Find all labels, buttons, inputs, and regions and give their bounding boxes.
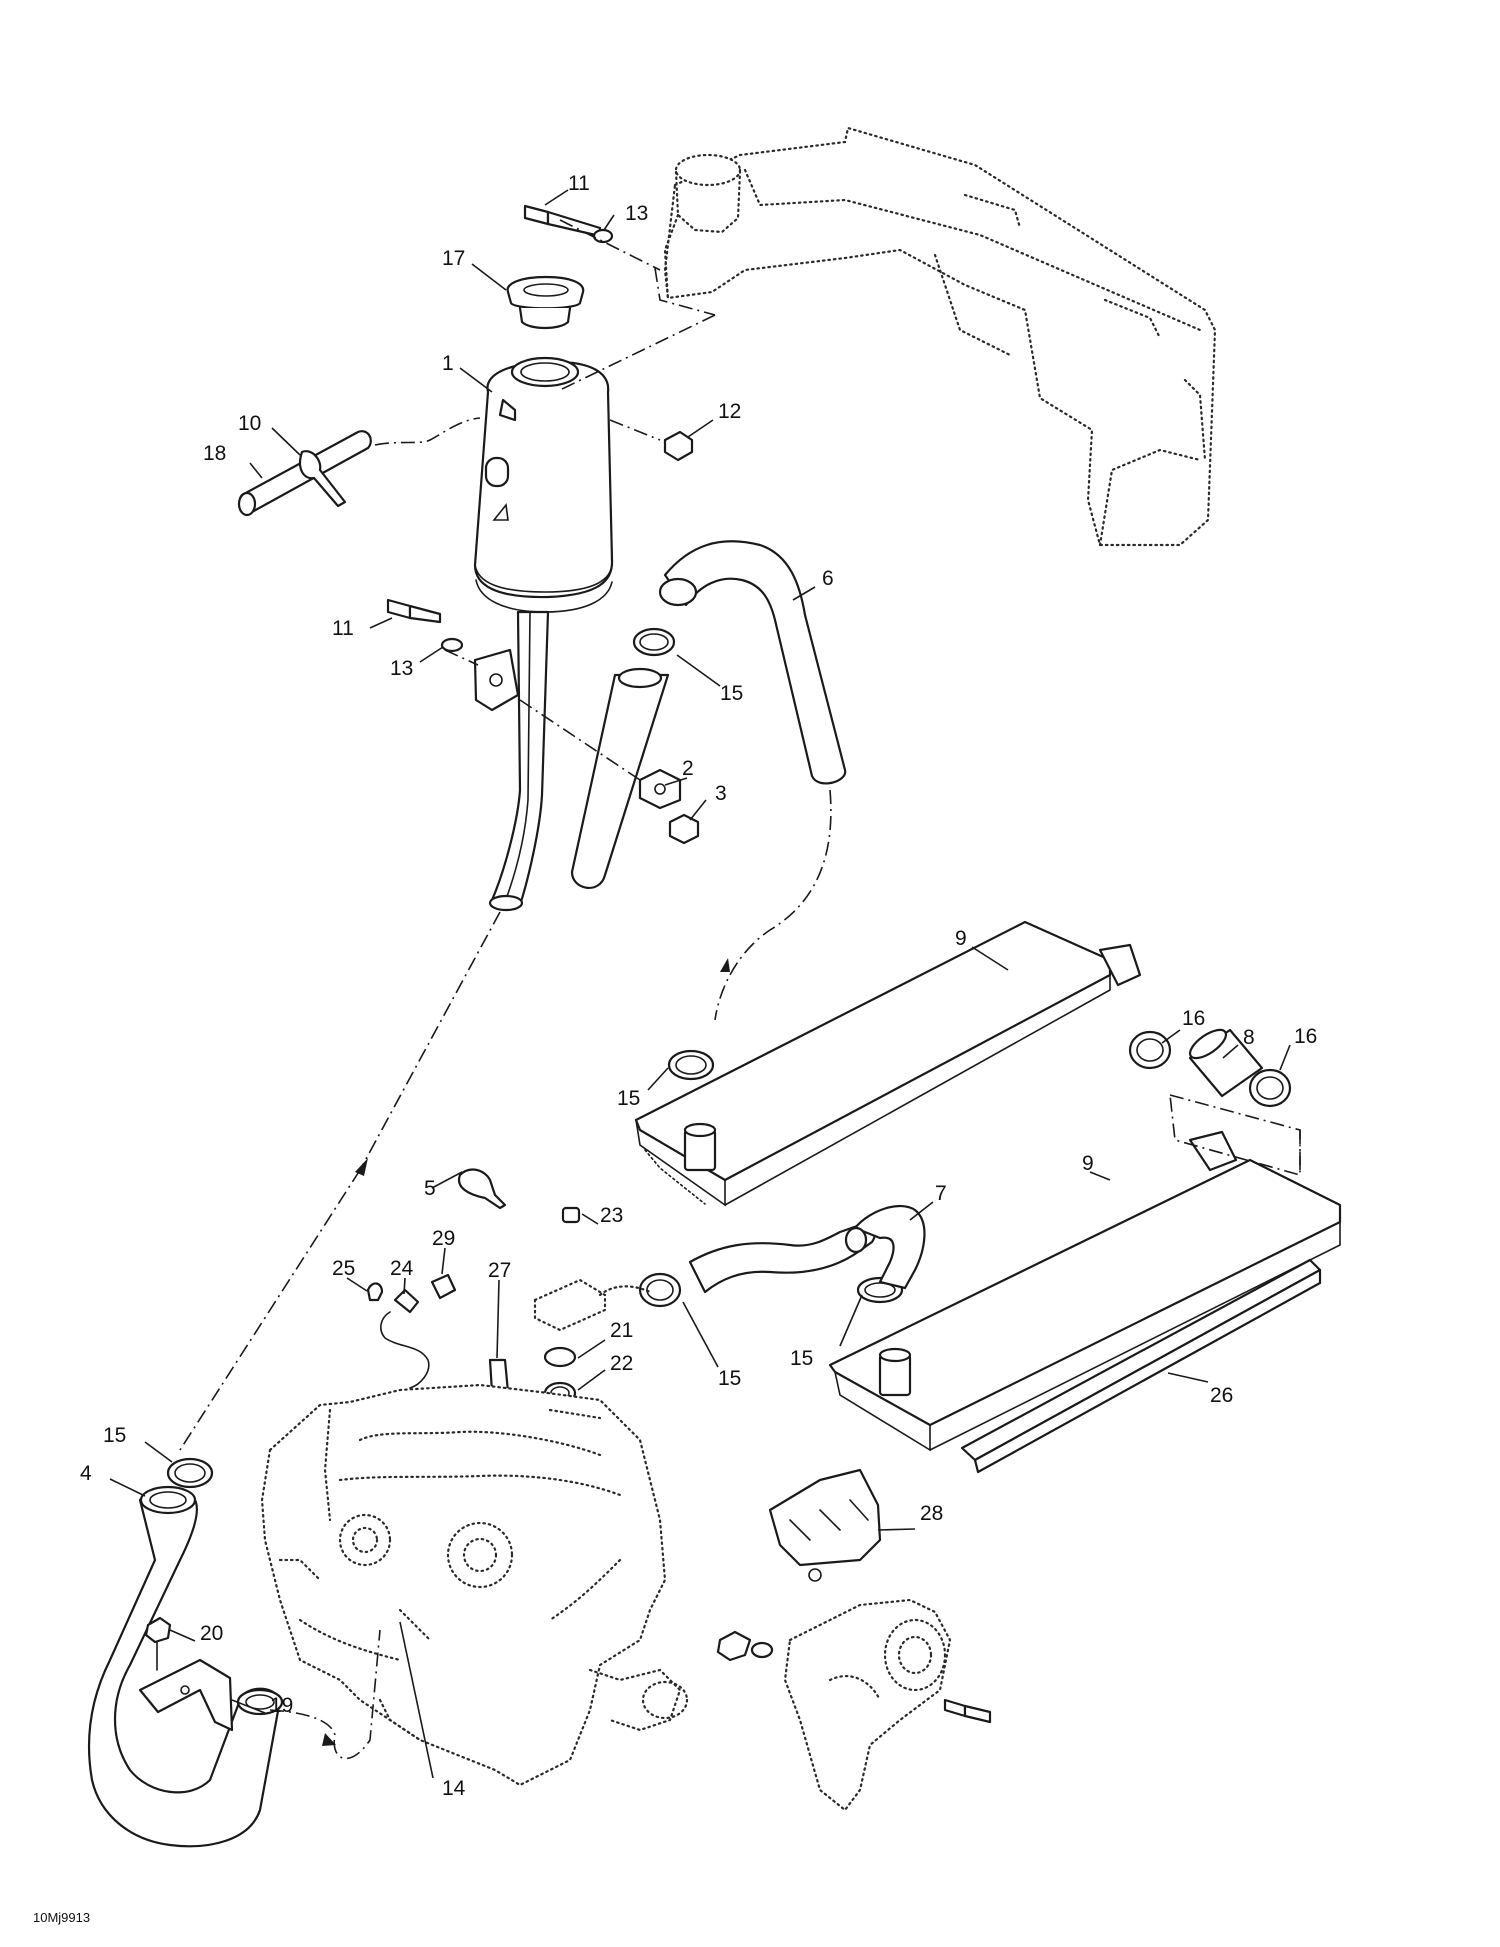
callout-3: 3 (715, 782, 727, 805)
coolant-tank (473, 356, 614, 912)
callout-8: 8 (1243, 1026, 1255, 1049)
callout-20: 20 (200, 1622, 223, 1645)
callout-13-lower: 13 (390, 657, 413, 680)
sensors (366, 1168, 510, 1431)
callout-25: 25 (332, 1257, 355, 1280)
callout-18: 18 (203, 442, 226, 465)
callout-12: 12 (718, 400, 741, 423)
callout-7: 7 (935, 1182, 947, 1205)
callout-16-left: 16 (1182, 1007, 1205, 1030)
callout-5: 5 (424, 1177, 436, 1200)
lower-hose (87, 1485, 284, 1848)
rubber-strip (960, 1258, 1322, 1474)
callout-labels: 11 13 17 1 12 10 18 6 11 13 15 2 3 9 16 … (80, 172, 1317, 1800)
callout-23: 23 (600, 1204, 623, 1227)
callout-26: 26 (1210, 1384, 1233, 1407)
diagram-reference-code: 10Mj9913 (33, 1910, 90, 1925)
connection-lines (179, 219, 1301, 1760)
connector-pipe (570, 667, 670, 889)
callout-2: 2 (682, 757, 694, 780)
leader-lines (109, 189, 1291, 1779)
callout-29: 29 (432, 1227, 455, 1250)
callout-11-upper: 11 (568, 172, 590, 195)
callout-19: 19 (270, 1694, 293, 1717)
callout-15-tank: 15 (720, 682, 743, 705)
radiator-upper (634, 920, 1142, 1207)
engine-block (260, 1383, 689, 1787)
radiator-lower (828, 1093, 1342, 1452)
short-hose (1188, 1028, 1264, 1098)
callout-21: 21 (610, 1319, 633, 1342)
callout-1: 1 (442, 352, 454, 375)
callout-24: 24 (390, 1257, 414, 1280)
callout-4: 4 (80, 1462, 92, 1485)
callout-14: 14 (442, 1777, 466, 1800)
callout-15-hose4: 15 (103, 1424, 126, 1447)
radiator-cap (506, 275, 585, 330)
callout-10: 10 (238, 412, 261, 435)
callout-13-upper: 13 (625, 202, 648, 225)
overflow-hose (237, 430, 372, 517)
callout-11-lower: 11 (332, 617, 354, 640)
callout-17: 17 (442, 247, 465, 270)
callout-15-radiator: 15 (617, 1087, 640, 1110)
tank-fasteners (386, 204, 700, 845)
heat-shield (716, 1468, 992, 1812)
upper-hose (658, 540, 847, 785)
callout-9-lower: 9 (1082, 1152, 1094, 1175)
callout-22: 22 (610, 1352, 633, 1375)
callout-27: 27 (488, 1259, 511, 1282)
callout-15-lower-radiator: 15 (790, 1347, 813, 1370)
callout-9-upper: 9 (955, 927, 967, 950)
callout-28: 28 (920, 1502, 943, 1525)
chassis-outline (663, 126, 1217, 547)
callout-15-hose7: 15 (718, 1367, 741, 1390)
radiator-hose (688, 1205, 926, 1294)
callout-6: 6 (822, 567, 834, 590)
callout-16-right: 16 (1294, 1025, 1317, 1048)
